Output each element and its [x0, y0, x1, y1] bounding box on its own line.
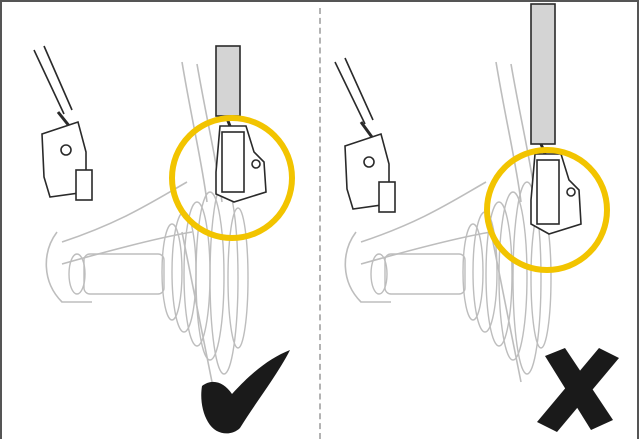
- cassette: [370, 181, 552, 375]
- cassette: [68, 181, 249, 375]
- cross-mark-icon: [537, 348, 619, 432]
- panel-incorrect: [321, 2, 637, 439]
- brake-caliper: [33, 45, 93, 201]
- illustration-correct: [33, 45, 295, 434]
- highlight-circle-icon: [484, 147, 610, 273]
- panel-divider: [319, 8, 321, 439]
- derailleur: [530, 3, 582, 235]
- bike-frame-lines: [344, 61, 537, 383]
- panel-correct: [2, 2, 318, 439]
- brake-caliper: [334, 57, 396, 213]
- check-mark-icon: [201, 350, 290, 434]
- highlight-circle-icon: [169, 115, 295, 241]
- illustration-incorrect: [334, 3, 619, 432]
